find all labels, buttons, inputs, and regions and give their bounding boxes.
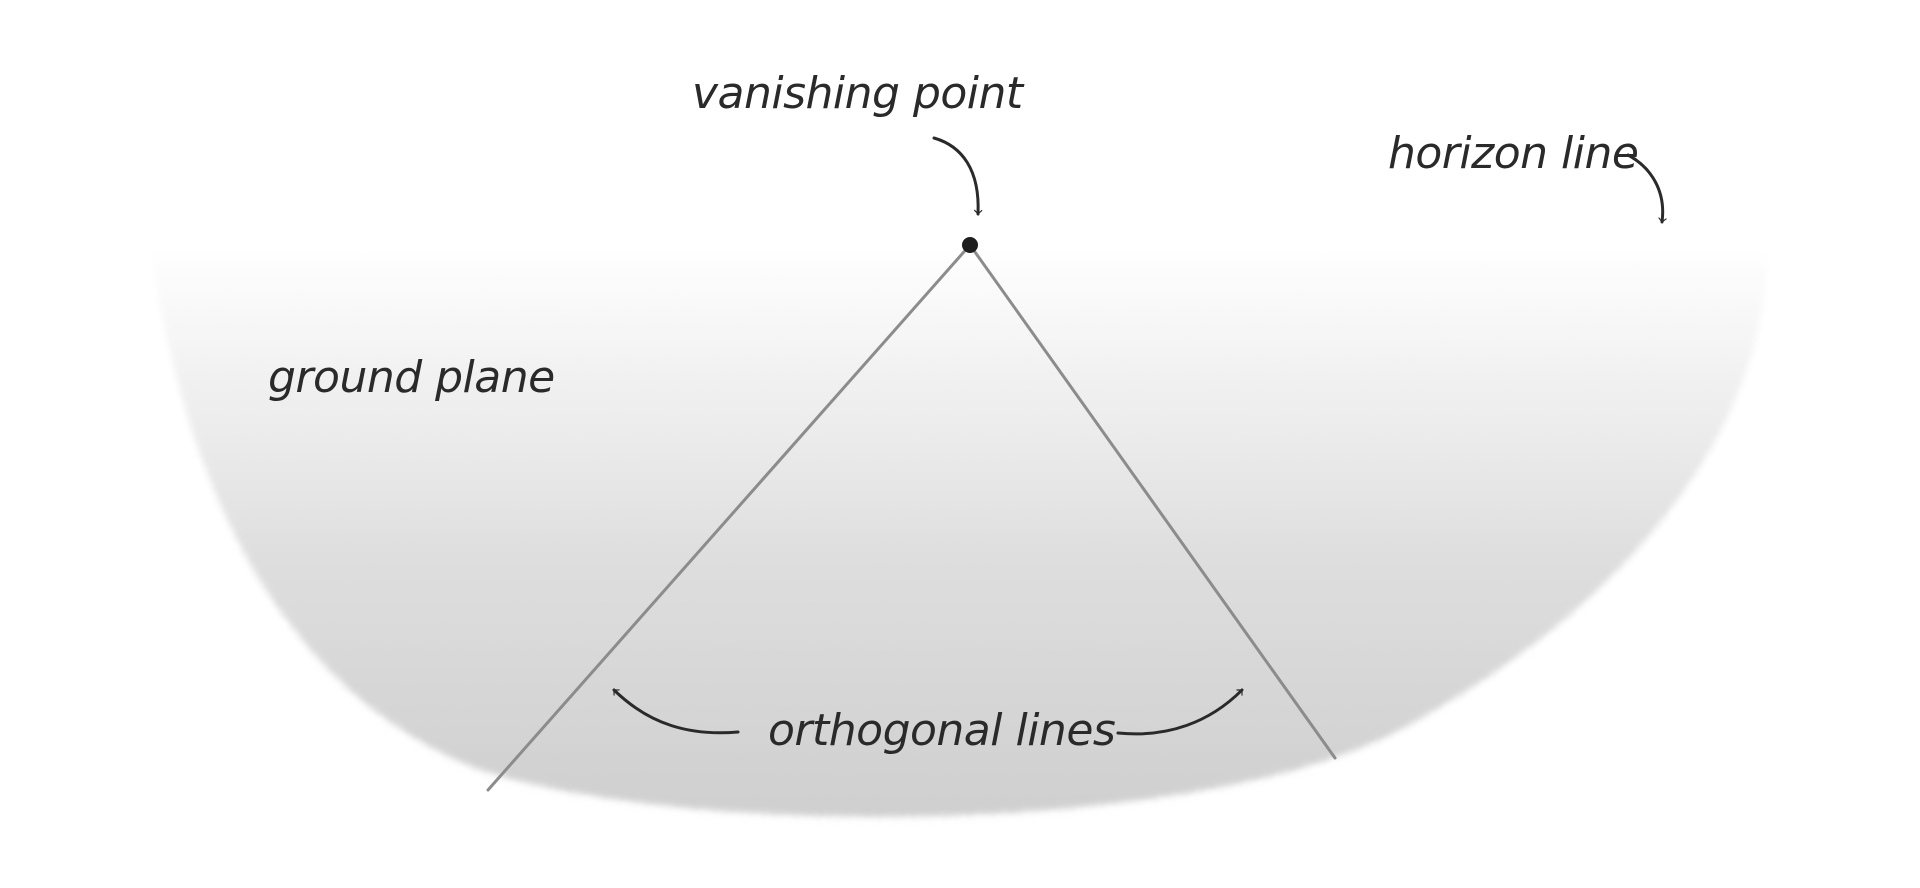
vanishing-point-label: vanishing point <box>692 68 1025 119</box>
horizon-line-arrow-icon <box>1626 153 1667 224</box>
vanishing-point-dot <box>962 237 978 253</box>
horizon-line-label: horizon line <box>1388 128 1638 179</box>
ground-plane-label: ground plane <box>268 352 555 403</box>
orthogonal-left-arrow-icon <box>612 688 740 735</box>
orthogonal-right-arrow-icon <box>1116 688 1244 736</box>
orthogonal-line-left <box>486 243 972 792</box>
orthogonal-line-right <box>968 243 1337 760</box>
orthogonal-lines-label: orthogonal lines <box>768 705 1115 756</box>
vanishing-point-arrow-icon <box>932 136 983 216</box>
ground-plane-shading <box>150 245 1768 817</box>
